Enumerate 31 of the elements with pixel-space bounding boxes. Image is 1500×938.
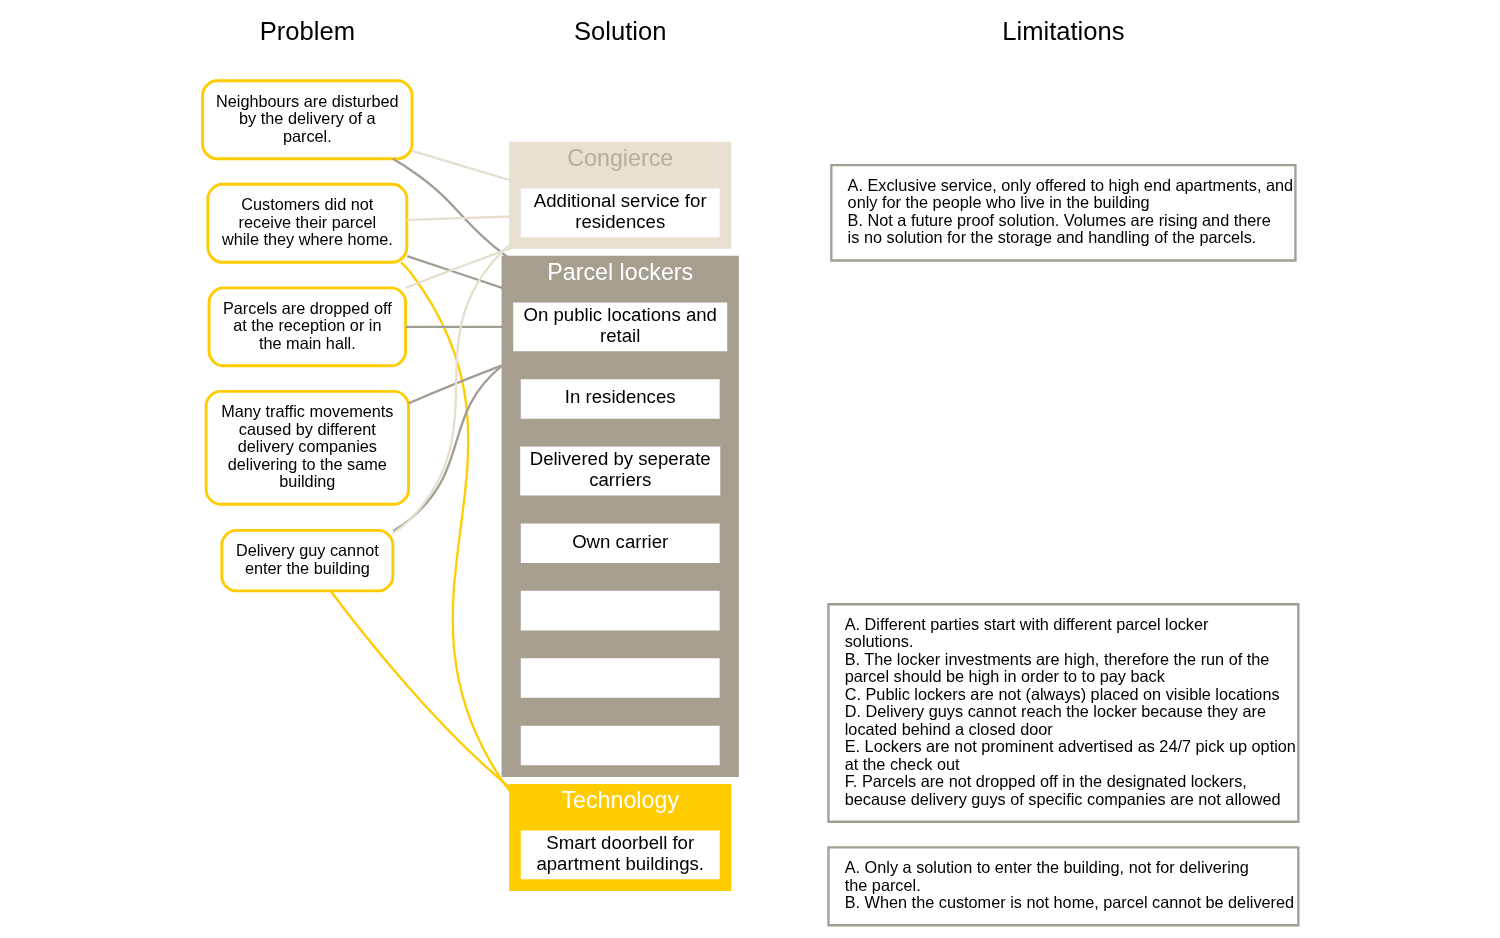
- connector: [405, 325, 503, 328]
- connector: [407, 364, 503, 405]
- node-box: Own carrier: [517, 521, 722, 566]
- node-box: Neighbours are disturbed by the delivery of a parcel.: [200, 79, 413, 161]
- node-box: Many traffic movements caused by different delivery companies delivering to the same building: [204, 389, 410, 506]
- node-box: Additional service for residences: [517, 186, 722, 240]
- connector: [392, 364, 504, 532]
- connector: [399, 261, 511, 793]
- label: Problem: [259, 17, 355, 46]
- connector: [406, 255, 503, 290]
- label: Solution: [573, 17, 666, 46]
- node-box: [517, 723, 722, 768]
- node-box: A. Exclusive service, only offered to high end apartments, and only for the people who live in the building B. Not a future proof solution. Volumes are rising and there is no solution for the storage and handling of the parcels.: [829, 163, 1297, 262]
- node-box: On public locations and retail: [510, 300, 730, 354]
- node-box: Smart doorbell for apartment buildings.: [517, 828, 722, 882]
- node-box: Parcels are dropped off at the reception or in the main hall.: [207, 286, 407, 368]
- node-box: [517, 655, 722, 701]
- node-box: A. Only a solution to enter the building, not for delivering the parcel. B. When the customer is not home, parcel cannot be delivered: [826, 846, 1299, 927]
- node-box: Delivered by seperate carriers: [517, 444, 723, 498]
- node-box: Delivery guy cannot enter the building: [219, 528, 394, 593]
- connector: [391, 243, 511, 535]
- connector: [391, 157, 508, 258]
- connector: [405, 246, 513, 289]
- node-box: [517, 588, 722, 633]
- node-box: Customers did not receive their parcel while they where home.: [205, 182, 408, 264]
- node-box: A. Different parties start with different parcel locker solutions. B. The locker investments are high, therefore the run of the parcel should be high in order to to pay back C. Public lockers are not (always) placed on visible locations D. Delivery guys cannot reach the locker because they are located behind a closed door E. Lockers are not prominent advertised as 24/7 pick up option at the check out F. Parcels are not dropped off in the designated lockers, because delivery guys of specific companies are not allowed: [826, 603, 1299, 823]
- connector: [329, 590, 511, 789]
- label: Limitations: [1001, 17, 1125, 46]
- node-box: In residences: [517, 376, 722, 422]
- connector: [411, 149, 511, 182]
- connector: [406, 215, 510, 222]
